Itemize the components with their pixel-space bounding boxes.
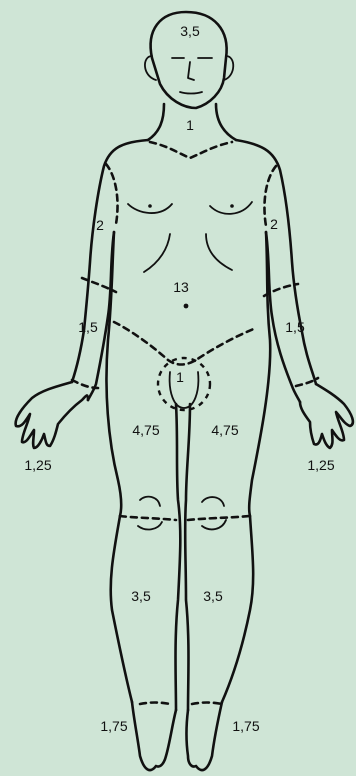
- lower-leg-left-label: 3,5: [131, 589, 150, 603]
- left-ribcage: [144, 234, 170, 272]
- right-inner-leg: [185, 404, 190, 710]
- hand-left-label: 1,25: [24, 458, 51, 472]
- right-kneecap: [202, 497, 226, 529]
- trunk-right-side: [249, 232, 270, 516]
- navel: [184, 304, 189, 309]
- upper-arm-right-label: 2: [270, 217, 278, 231]
- head-label: 3,5: [180, 24, 199, 38]
- left-shoulder-boundary: [106, 164, 118, 224]
- trunk-label: 13: [173, 280, 189, 294]
- right-foot: [187, 702, 223, 770]
- left-knee-boundary: [120, 516, 176, 520]
- right-hand: [300, 384, 353, 448]
- mouth: [180, 92, 202, 94]
- genitals-label: 1: [176, 370, 184, 384]
- neck-right: [216, 104, 236, 140]
- right-lower-leg-outer: [222, 516, 253, 702]
- foot-left-label: 1,75: [100, 719, 127, 733]
- left-lower-leg-outer: [111, 516, 132, 702]
- right-inner-arm: [266, 232, 300, 402]
- torso-right-side: [236, 140, 316, 384]
- left-nipple: [148, 204, 152, 208]
- left-wrist-boundary: [72, 380, 98, 388]
- neck-boundary: [150, 142, 232, 158]
- right-chest: [210, 202, 252, 214]
- left-inner-leg: [176, 404, 181, 710]
- right-knee-boundary: [188, 516, 250, 520]
- forearm-right-label: 1,5: [285, 320, 304, 334]
- thigh-right-label: 4,75: [211, 423, 238, 437]
- torso-left-side: [72, 140, 148, 382]
- upper-arm-left-label: 2: [96, 218, 104, 232]
- foot-right-label: 1,75: [232, 719, 259, 733]
- right-ribcage: [206, 234, 232, 270]
- neck-label: 1: [186, 118, 194, 132]
- neck-left: [148, 104, 164, 140]
- lower-leg-right-label: 3,5: [203, 589, 222, 603]
- left-hand: [16, 382, 88, 448]
- nose: [188, 62, 194, 80]
- left-kneecap: [138, 497, 162, 530]
- hand-right-label: 1,25: [307, 458, 334, 472]
- forearm-left-label: 1,5: [78, 320, 97, 334]
- thigh-left-label: 4,75: [132, 423, 159, 437]
- right-ankle-boundary: [192, 703, 222, 705]
- left-foot: [132, 702, 176, 770]
- right-nipple: [230, 204, 234, 208]
- left-ankle-boundary: [140, 703, 170, 705]
- trunk-left-side: [106, 232, 121, 516]
